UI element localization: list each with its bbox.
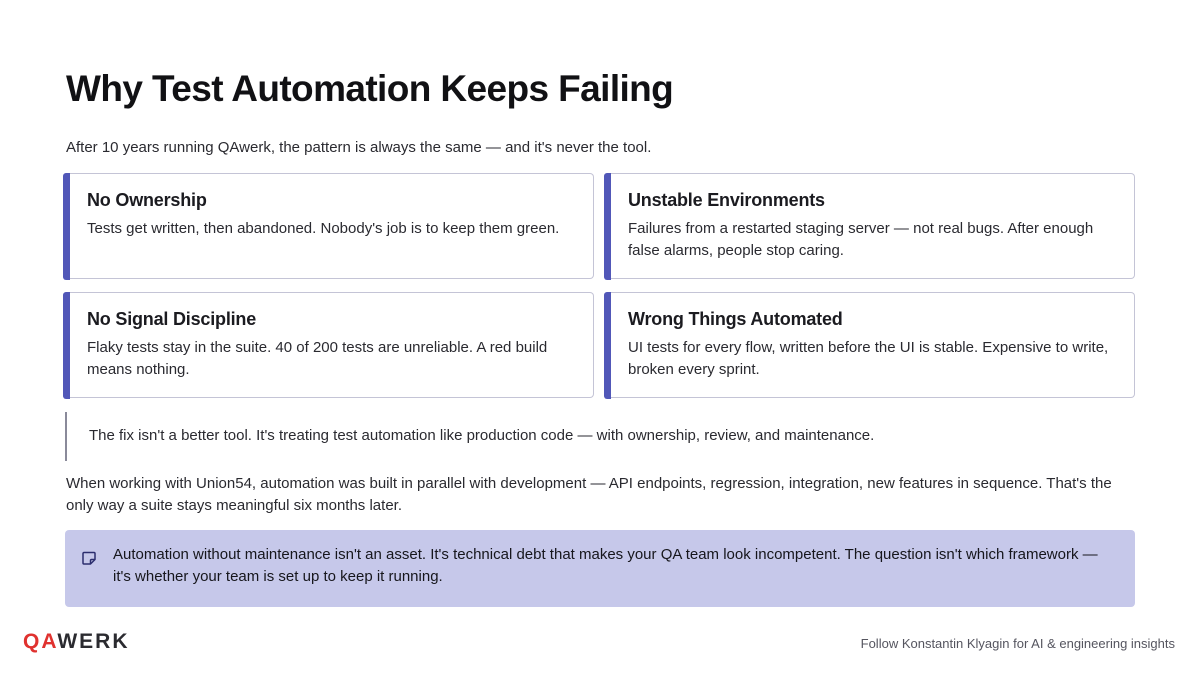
card-no-signal-discipline: No Signal Discipline Flaky tests stay in… — [63, 291, 594, 399]
card-title: No Ownership — [87, 190, 207, 210]
page-subtitle: After 10 years running QAwerk, the patte… — [66, 139, 652, 156]
card-title: No Signal Discipline — [87, 309, 257, 329]
note-icon — [82, 551, 96, 565]
card-body: Flaky tests stay in the suite. 40 of 200… — [87, 339, 548, 378]
card-title: Wrong Things Automated — [628, 309, 843, 329]
blockquote: The fix isn't a better tool. It's treati… — [65, 412, 1135, 461]
body-paragraph: When working with Union54, automation wa… — [66, 475, 1112, 514]
card-no-ownership: No Ownership Tests get written, then aba… — [63, 172, 594, 280]
card-title: Unstable Environments — [628, 190, 825, 210]
card-wrong-things-automated: Wrong Things Automated UI tests for ever… — [604, 291, 1135, 399]
card-body: UI tests for every flow, written before … — [628, 339, 1109, 378]
qawerk-logo: QAWERK — [23, 630, 130, 654]
callout-text: Automation without maintenance isn't an … — [113, 546, 1098, 585]
page-title: Why Test Automation Keeps Failing — [66, 68, 674, 109]
card-unstable-environments: Unstable Environments Failures from a re… — [604, 172, 1135, 280]
footer-text: Follow Konstantin Klyagin for AI & engin… — [860, 636, 1175, 651]
logo-part-qa: QA — [23, 630, 58, 653]
callout-box: Automation without maintenance isn't an … — [65, 530, 1135, 607]
card-body: Failures from a restarted staging server… — [628, 220, 1094, 259]
card-body: Tests get written, then abandoned. Nobod… — [87, 220, 560, 237]
logo-part-werk: WERK — [57, 630, 130, 653]
